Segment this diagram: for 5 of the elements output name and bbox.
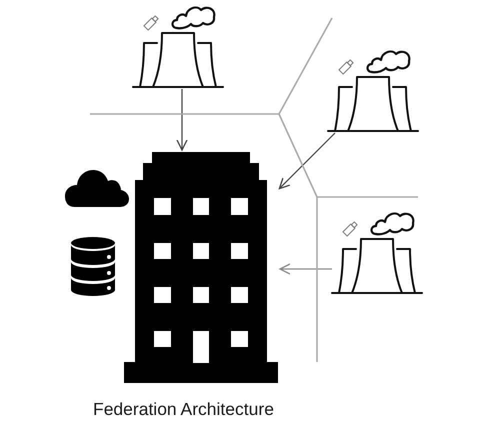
office-building-icon — [124, 152, 278, 383]
arrow — [279, 263, 332, 275]
arrow — [278, 132, 336, 190]
caption: Federation Architecture — [93, 398, 274, 420]
arrow — [176, 89, 188, 151]
